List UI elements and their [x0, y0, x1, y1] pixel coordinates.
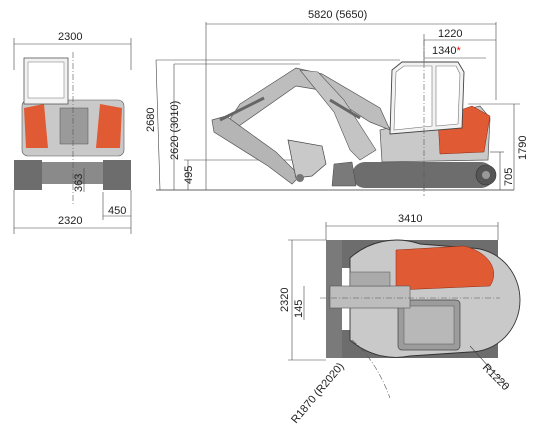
front-radius-label: R1870 (R2020) — [289, 361, 347, 426]
side-view: 5820 (5650) 1220 1340* 2680 2620 (3010) … — [145, 9, 529, 196]
rear-offset-alt-label: 1340* — [432, 45, 461, 57]
side-track-height-label: 705 — [503, 168, 515, 186]
front-track-height-label: 450 — [108, 205, 126, 217]
right-track — [103, 160, 131, 190]
dozer-blade — [331, 161, 357, 187]
ground-clearance-label: 363 — [73, 174, 85, 192]
front-width-top-label: 2300 — [58, 31, 82, 43]
blade-height-label: 495 — [183, 166, 195, 184]
bucket — [287, 139, 327, 179]
front-right-panel — [96, 104, 122, 148]
front-track-width-label: 2320 — [58, 215, 82, 227]
height-alt-label: 2620 (3010) — [169, 101, 181, 160]
top-width-label: 2320 — [279, 288, 291, 312]
top-length-label: 3410 — [398, 213, 422, 225]
arm — [211, 115, 301, 185]
front-view: 2300 2320 450 363 — [13, 31, 132, 234]
top-boom — [329, 285, 411, 309]
tail-height-label: 1790 — [517, 136, 529, 160]
undercarriage — [42, 162, 103, 184]
side-track — [352, 162, 494, 188]
height-label: 2680 — [145, 108, 157, 132]
tail-radius-label: R1220 — [480, 362, 511, 393]
top-offset-label: 145 — [293, 300, 305, 318]
top-counterweight — [395, 245, 494, 291]
top-view: 3410 2320 145 R1870 (R2020) R1220 — [279, 213, 521, 426]
rear-offset-label: 1220 — [438, 28, 462, 40]
overall-length-label: 5820 (5650) — [308, 9, 367, 21]
left-track — [14, 160, 42, 190]
front-left-panel — [24, 104, 48, 148]
